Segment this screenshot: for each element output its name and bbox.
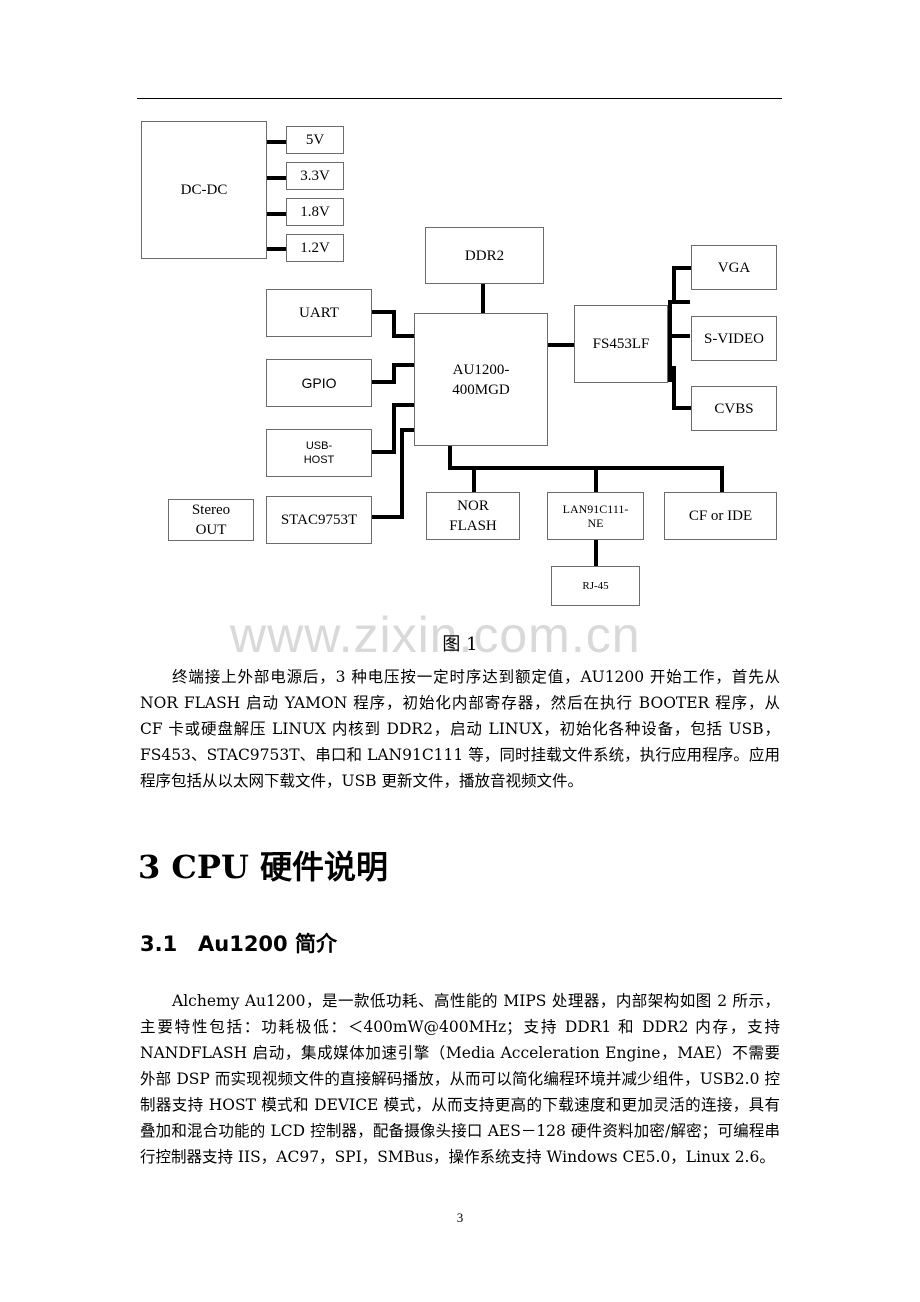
paragraph-startup: 终端接上外部电源后，3 种电压按一定时序达到额定值，AU1200 开始工作，首先… [140,668,780,790]
wire [594,540,598,566]
stac9753t-block: STAC9753T [266,496,372,544]
wire [668,334,690,338]
vga-block: VGA [691,245,777,290]
wire [372,450,394,454]
wire [672,266,692,270]
wire [372,515,404,519]
wire [668,300,672,382]
wire [594,466,598,492]
voltage-3v3: 3.3V [286,162,344,190]
svideo-block: S-VIDEO [691,316,777,361]
wire [264,247,286,251]
lan91c111-block: LAN91C111- NE [547,492,644,540]
dcdc-block: DC-DC [141,121,267,259]
wire [264,212,286,216]
voltage-1v8: 1.8V [286,198,344,226]
watermark: www.zixin.com.cn [230,607,641,663]
page-number: 3 [456,1210,464,1225]
nor-flash-block: NOR FLASH [426,492,520,540]
paragraph-au1200: Alchemy Au1200，是一款低功耗、高性能的 MIPS 处理器，内部架构… [140,992,780,1166]
cpu-block: AU1200- 400MGD [414,313,548,446]
wire [448,466,724,470]
subsection-heading: 3.1 Au1200 简介 [140,928,337,958]
wire [392,363,414,367]
wire [372,310,394,314]
cvbs-block: CVBS [691,386,777,431]
rj45-block: RJ-45 [551,566,640,606]
wire [668,300,690,304]
section-heading: 3 CPU 硬件说明 [138,848,388,886]
ddr2-block: DDR2 [425,227,544,284]
figure-caption: 图 1 [442,634,478,655]
wire [481,283,485,313]
wire [264,176,286,180]
wire [400,428,414,432]
voltage-5v: 5V [286,126,344,154]
header-rule [137,98,782,99]
wire [392,363,396,384]
wire [448,446,452,470]
voltage-1v2: 1.2V [286,234,344,262]
wire [472,466,476,492]
wire [672,406,692,410]
cf-ide-block: CF or IDE [664,492,777,540]
wire [392,403,414,407]
subsection-title: Au1200 简介 [198,932,337,956]
wire [392,403,396,454]
wire [720,466,724,492]
wire [392,334,414,338]
gpio-block: GPIO [266,359,372,407]
wire [264,140,286,144]
wire [672,266,676,304]
stereo-out-block: Stereo OUT [168,499,254,541]
subsection-number: 3.1 [140,932,178,956]
wire [548,343,574,347]
uart-block: UART [266,289,372,337]
fs453lf-block: FS453LF [574,305,668,383]
wire [672,366,676,410]
wire [372,380,394,384]
wire [400,428,404,519]
wire [392,310,396,338]
usb-host-block: USB- HOST [266,429,372,477]
